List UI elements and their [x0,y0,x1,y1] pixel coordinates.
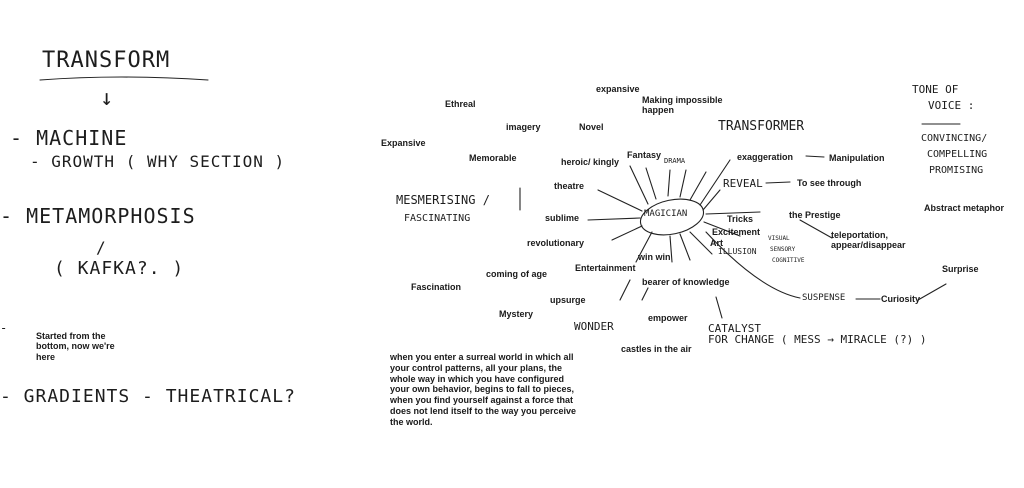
word-suspense: SUSPENSE [802,293,846,303]
word-fantasy: Fantasy [627,150,662,160]
word-visual: VISUAL [768,235,790,242]
quote-text: when you enter a surreal world in which … [390,352,577,427]
tone-promising: PROMISING [929,165,984,176]
word-mystery: Mystery [499,309,534,319]
gradients-item: - GRADIENTS - THEATRICAL? [0,386,296,407]
word-entertainment: Entertainment [575,263,636,273]
word-cognitive: COGNITIVE [772,257,805,264]
word-teleportation: teleportation, appear/disappear [831,230,906,251]
kafka-note: ( KAFKA?. ) [54,258,185,279]
tone-convincing: CONVINCING/ [921,133,988,144]
transform-heading: TRANSFORM [42,48,171,73]
word-fascination: Fascination [411,282,462,292]
word-empower: empower [648,313,688,323]
down-arrow-icon: ↓ [100,86,115,111]
word-catalyst: CATALYST [708,322,761,335]
word-coming-of-age: coming of age [486,269,548,279]
word-see-through: To see through [797,178,862,188]
word-manipulation: Manipulation [829,153,885,163]
word-sublime: sublime [545,213,580,223]
abstract-metaphor: Abstract metaphor [924,203,1005,213]
word-bearer: bearer of knowledge [642,277,730,287]
tone-of-voice-line2: VOICE : [928,99,975,112]
word-expansive-top: expansive [596,84,640,94]
word-prestige: the Prestige [789,210,841,220]
word-upsurge: upsurge [550,295,586,305]
word-ethreal: Ethreal [445,99,476,109]
word-making-impossible: Making impossible happen [642,95,723,116]
growth-item: - GROWTH ( WHY SECTION ) [30,152,286,171]
word-sensory: SENSORY [770,246,796,253]
word-expansive-left: Expansive [381,138,426,148]
word-memorable: Memorable [469,153,517,163]
word-transformer: TRANSFORMER [718,119,805,134]
word-illusion: ILLUSION [718,247,757,256]
word-win-win: win win [638,252,671,262]
word-mesmerising: MESMERISING / [396,193,490,207]
word-theatre: theatre [554,181,585,191]
word-castles: castles in the air [621,344,692,354]
word-revolutionary: revolutionary [527,238,585,248]
word-reveal: REVEAL [723,177,763,190]
word-art: Art [710,238,723,248]
machine-item: - MACHINE [10,126,128,150]
word-tricks: Tricks [727,214,754,224]
word-curiosity: Curiosity [881,294,921,304]
word-fascinating-hw: FASCINATING [404,213,471,224]
started-from-bottom-text: Started from the bottom, now we're here [36,331,115,362]
dash-mark: - [0,321,9,335]
word-surprise: Surprise [942,264,979,274]
magician-center: MAGICIAN [644,209,688,219]
word-for-change: FOR CHANGE ( MESS → MIRACLE (?) ) [708,333,927,346]
word-excitement: Excitement [712,227,761,237]
tick-mark: / [96,238,107,257]
word-exaggeration: exaggeration [737,152,794,162]
word-novel: Novel [579,122,604,132]
word-drama: DRAMA [664,157,686,165]
metamorphosis-item: - METAMORPHOSIS [0,204,196,228]
tone-compelling: COMPELLING [927,149,988,160]
word-wonder: WONDER [574,320,614,333]
word-heroic: heroic/ kingly [561,157,620,167]
word-imagery: imagery [506,122,541,132]
tone-of-voice-line1: TONE OF [912,83,959,96]
